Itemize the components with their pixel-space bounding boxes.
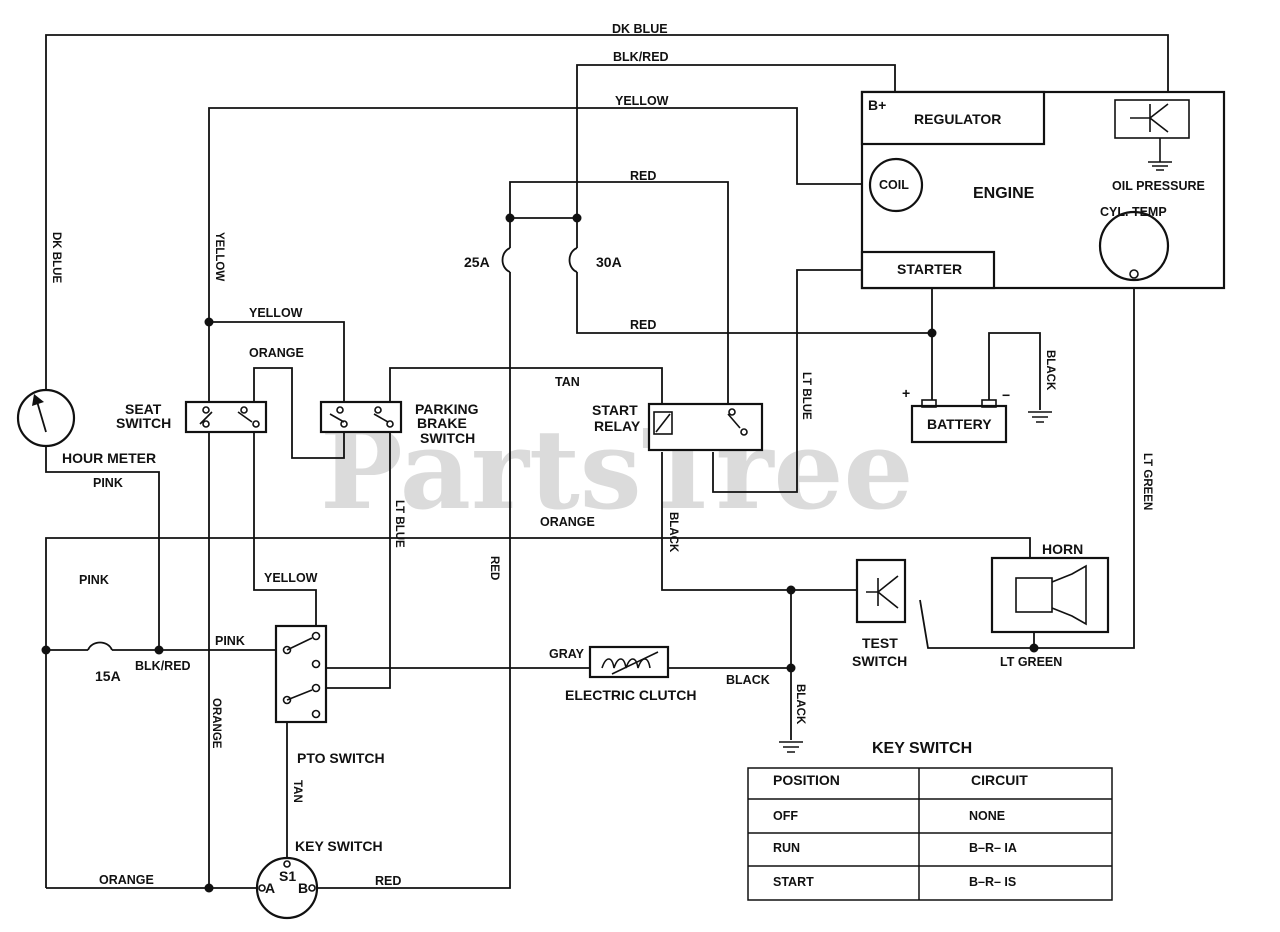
table-header-circuit: CIRCUIT	[971, 772, 1028, 788]
battery: BATTERY + −	[902, 385, 1010, 444]
table-header-position: POSITION	[773, 772, 840, 788]
table-row-circuit: B–R– IS	[969, 875, 1016, 889]
electric-clutch: ELECTRIC CLUTCH	[565, 645, 696, 703]
wire-label: TAN	[555, 375, 580, 389]
wire-label: LT GREEN	[1000, 655, 1062, 669]
wire-label: BLK/RED	[613, 50, 669, 64]
wire-label: PINK	[93, 476, 123, 490]
junction-dots	[41, 213, 1039, 893]
wire-label: RED	[375, 874, 401, 888]
wire-label: PINK	[79, 573, 109, 587]
wire-label: TAN	[291, 780, 303, 803]
wire-label: RED	[630, 318, 656, 332]
start-relay-label-1: START	[592, 402, 638, 418]
starter-label: STARTER	[897, 261, 962, 277]
pto-switch: PTO SWITCH	[274, 624, 385, 766]
seat-switch-label-2: SWITCH	[116, 415, 171, 431]
watermark: PartsTree	[320, 405, 914, 534]
fuse-30a-label: 30A	[596, 254, 622, 270]
parking-brake-label-1: PARKING	[415, 401, 479, 417]
pto-switch-label: PTO SWITCH	[297, 750, 385, 766]
wire-label: PINK	[215, 634, 245, 648]
wire-label: ORANGE	[210, 698, 222, 749]
test-switch: TEST SWITCH	[852, 558, 907, 669]
parking-brake-label-2: BRAKE	[417, 415, 467, 431]
seat-switch-label-1: SEAT	[125, 401, 162, 417]
wire-label: LT BLUE	[393, 500, 405, 548]
coil-label: COIL	[879, 178, 909, 192]
wire-label: BLACK	[1044, 350, 1056, 391]
seat-switch: SEAT SWITCH	[116, 400, 268, 434]
table-row-position: START	[773, 875, 814, 889]
fuse-15a-label: 15A	[95, 668, 121, 684]
engine-block: B+ REGULATOR COIL ENGINE OIL PRESSURE CY…	[860, 90, 1226, 290]
hour-meter: HOUR METER	[16, 388, 156, 466]
wire-label: ORANGE	[249, 346, 304, 360]
wire-label: BLACK	[667, 512, 679, 553]
wire-label: ORANGE	[99, 873, 154, 887]
wire-label: DK BLUE	[612, 22, 668, 36]
hour-meter-label: HOUR METER	[62, 450, 156, 466]
key-s1-label: S1	[279, 868, 296, 884]
key-switch-table: KEY SWITCH POSITION CIRCUIT OFF NONE RUN…	[747, 740, 1113, 901]
start-relay-label-2: RELAY	[594, 418, 641, 434]
table-row-position: RUN	[773, 841, 800, 855]
key-table-title: KEY SWITCH	[872, 740, 972, 757]
test-switch-label-2: SWITCH	[852, 653, 907, 669]
wire-label: DK BLUE	[50, 232, 62, 283]
wire-label: BLK/RED	[135, 659, 191, 673]
parking-brake-label-3: SWITCH	[420, 430, 475, 446]
key-switch-label: KEY SWITCH	[295, 838, 383, 854]
wire-label: YELLOW	[213, 232, 225, 281]
fuse-25a-label: 25A	[464, 254, 490, 270]
horn: HORN	[990, 541, 1110, 634]
key-b-label: B	[298, 880, 308, 896]
battery-minus-label: −	[1002, 387, 1010, 403]
cyl-temp-label: CYL. TEMP	[1100, 205, 1167, 219]
table-row-circuit: B–R– IA	[969, 841, 1017, 855]
wire-labels: DK BLUE BLK/RED YELLOW RED RED YELLOW OR…	[50, 22, 1153, 888]
wire-label: RED	[488, 556, 500, 580]
engine-label: ENGINE	[973, 185, 1035, 202]
horn-label: HORN	[1042, 541, 1083, 557]
wire-label: BLACK	[726, 673, 770, 687]
oil-pressure-label: OIL PRESSURE	[1112, 179, 1205, 193]
parking-brake-switch: PARKING BRAKE SWITCH	[319, 400, 479, 446]
wire-label: BLACK	[794, 684, 806, 725]
regulator-label: REGULATOR	[914, 111, 1001, 127]
wire-label: LT GREEN	[1141, 453, 1153, 510]
wire-label: YELLOW	[249, 306, 303, 320]
wire-label: YELLOW	[615, 94, 669, 108]
wire-label: YELLOW	[264, 571, 318, 585]
wire-label: RED	[630, 169, 656, 183]
wire-label: ORANGE	[540, 515, 595, 529]
electric-clutch-label: ELECTRIC CLUTCH	[565, 687, 696, 703]
b-plus-label: B+	[868, 97, 886, 113]
key-a-label: A	[265, 880, 275, 896]
wire-label: LT BLUE	[800, 372, 812, 420]
table-row-position: OFF	[773, 809, 798, 823]
start-relay: START RELAY	[592, 402, 764, 452]
key-switch: S1 A B KEY SWITCH	[255, 838, 383, 920]
wire-label: GRAY	[549, 647, 585, 661]
battery-label: BATTERY	[927, 416, 992, 432]
test-switch-label-1: TEST	[862, 635, 898, 651]
table-row-circuit: NONE	[969, 809, 1005, 823]
wires	[45, 34, 1169, 889]
battery-plus-label: +	[902, 385, 910, 401]
